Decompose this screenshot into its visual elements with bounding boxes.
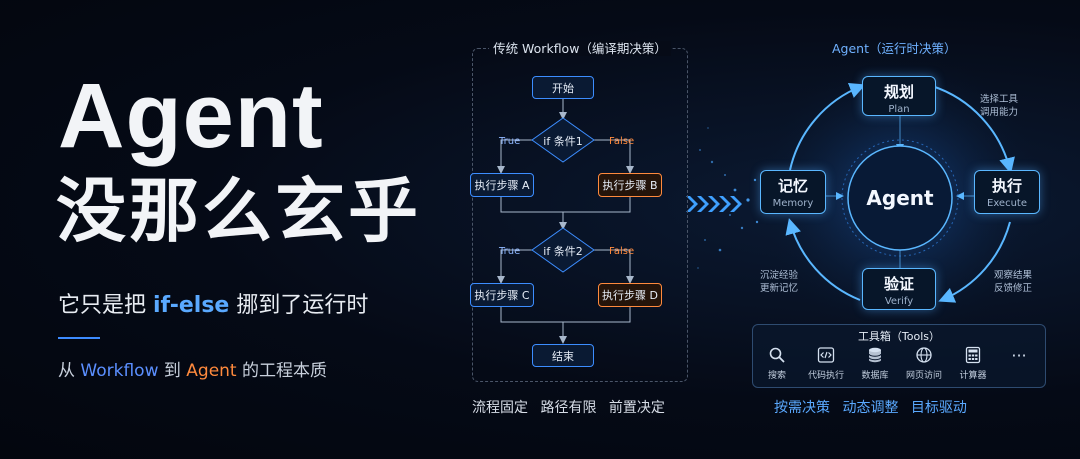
search-icon (752, 346, 802, 366)
workflow-title: 传统 Workflow（编译期决策） (472, 38, 688, 57)
subtitle: 它只是把 if-else 挪到了运行时 (58, 287, 368, 319)
node-plan: 规划 Plan (862, 76, 936, 116)
false-label-1: False (609, 136, 635, 147)
accent-divider (58, 337, 100, 339)
subtitle-post: 挪到了运行时 (229, 293, 369, 318)
calculator-icon (948, 346, 998, 366)
workflow-summary: 流程固定 路径有限 前置决定 (472, 400, 665, 416)
agent-core-ring (847, 145, 953, 251)
footer-agent: Agent (186, 361, 237, 381)
tool-calculator-label: 计算器 (959, 371, 987, 381)
step-d: 执行步骤 D (598, 283, 662, 307)
tool-more: ··· (994, 346, 1044, 368)
tool-code: 代码执行 (801, 346, 851, 381)
tool-database: 数据库 (850, 346, 900, 381)
tool-code-label: 代码执行 (807, 371, 844, 381)
subtitle-pre: 它只是把 (58, 293, 153, 318)
main-title-cn: 没那么玄乎 (56, 170, 421, 252)
decision-2-label: if 条件2 (543, 245, 583, 258)
tool-search: 搜索 (752, 346, 802, 381)
note-bottom-left-1: 沉淀经验 (760, 270, 799, 281)
tool-calculator: 计算器 (948, 346, 998, 381)
step-b: 执行步骤 B (598, 173, 662, 197)
node-plan-cn: 规划 (883, 83, 914, 101)
tool-database-label: 数据库 (861, 371, 889, 381)
footer-pre: 从 (58, 361, 81, 381)
subtitle-highlight: if-else (153, 293, 230, 318)
step-a: 执行步骤 A (470, 173, 534, 197)
toolbox-title: 工具箱（Tools） (857, 330, 941, 343)
decision-diamond-1 (531, 117, 595, 163)
node-execute: 执行 Execute (974, 170, 1040, 214)
node-memory-cn: 记忆 (777, 177, 808, 195)
note-bottom-right-2: 反馈修正 (994, 282, 1033, 294)
node-verify-cn: 验证 (883, 275, 914, 293)
note-top-right-1: 选择工具 (980, 94, 1019, 105)
tool-web-label: 网页访问 (905, 371, 942, 381)
false-label-2: False (609, 246, 635, 257)
decision-diamond-2 (531, 227, 595, 273)
code-icon (801, 346, 851, 366)
true-label-1: True (499, 136, 521, 147)
note-bottom-right-1: 观察结果 (994, 270, 1033, 281)
footer-tagline: 从 Workflow 到 Agent 的工程本质 (58, 356, 327, 381)
particle-stream (697, 127, 759, 269)
node-execute-en: Execute (987, 197, 1027, 209)
decision-1-label: if 条件1 (543, 135, 583, 148)
footer-workflow: Workflow (80, 361, 159, 381)
agent-cycle-ring (785, 82, 1015, 303)
node-memory-en: Memory (772, 197, 814, 209)
true-label-2: True (499, 246, 521, 257)
step-c: 执行步骤 C (470, 283, 534, 307)
flow-start: 开始 (532, 76, 594, 99)
toolbox-panel (752, 324, 1046, 388)
chevron-arrows-icon (686, 196, 742, 212)
note-top-right: 选择工具 调用能力 (980, 94, 1018, 120)
agent-title: Agent（运行时决策） (832, 41, 957, 56)
flow-end: 结束 (532, 344, 594, 367)
node-execute-cn: 执行 (991, 177, 1022, 195)
agent-summary: 按需决策 动态调整 目标驱动 (774, 400, 967, 416)
node-verify: 验证 Verify (862, 268, 936, 310)
main-title-en: Agent (58, 65, 324, 167)
agent-core-label: Agent (866, 186, 934, 210)
more-icon: ··· (1011, 346, 1027, 365)
note-bottom-left: 沉淀经验 更新记忆 (760, 270, 798, 296)
node-memory: 记忆 Memory (760, 170, 826, 214)
footer-post: 的工程本质 (236, 361, 328, 381)
note-bottom-right: 观察结果 反馈修正 (994, 270, 1032, 296)
node-verify-en: Verify (884, 295, 914, 307)
database-icon (850, 346, 900, 366)
note-bottom-left-2: 更新记忆 (760, 282, 799, 294)
node-plan-en: Plan (888, 103, 910, 115)
globe-icon (899, 346, 949, 366)
note-top-right-2: 调用能力 (980, 106, 1019, 118)
tool-web: 网页访问 (899, 346, 949, 381)
footer-mid: 到 (158, 361, 187, 381)
tool-search-label: 搜索 (767, 371, 786, 381)
